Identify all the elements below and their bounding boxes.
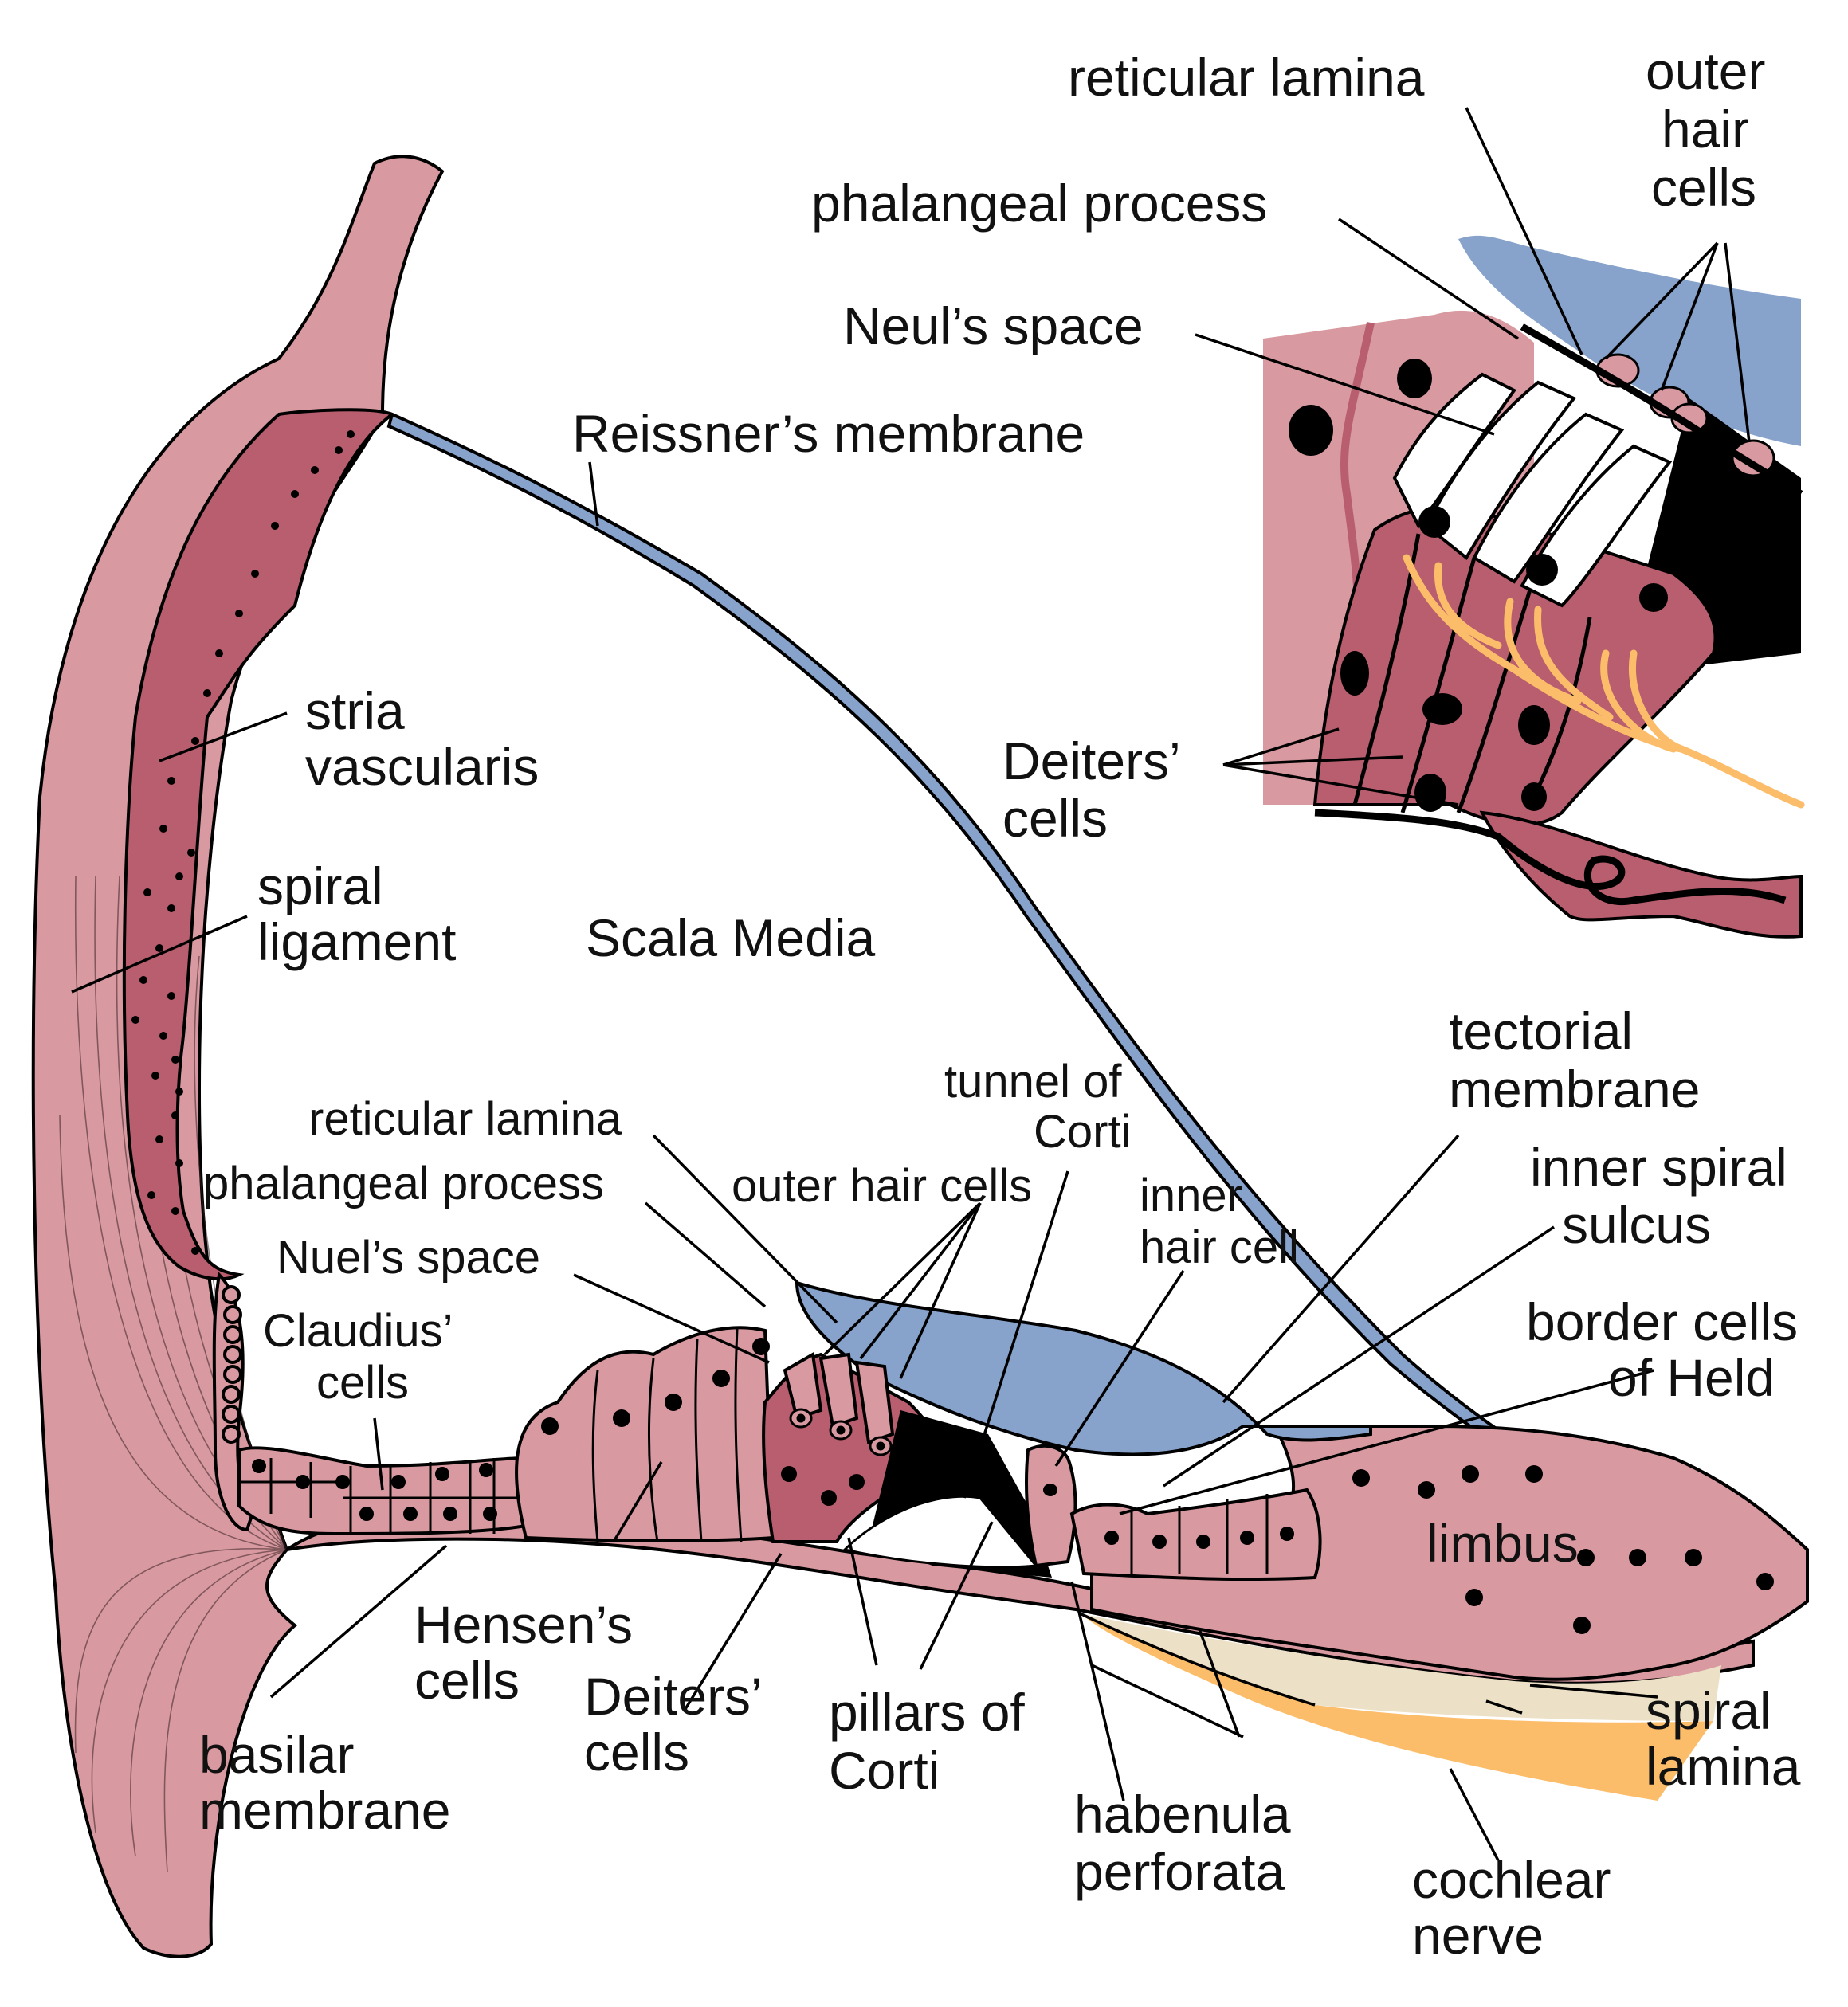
inner-hair-cell-nucleus <box>1043 1484 1057 1496</box>
inset-label-reticular-lamina: reticular lamina <box>1068 48 1425 107</box>
label-basilar-membrane-2: membrane <box>199 1781 450 1840</box>
label-habenula-perforata-2: perforata <box>1074 1842 1285 1901</box>
label-reticular-lamina: reticular lamina <box>308 1093 622 1145</box>
floor-cell-nuclei <box>252 1459 497 1521</box>
inset-label-outer-hair-cells-3: cells <box>1651 158 1756 217</box>
main-labels: Reissner’s membrane stria vascularis spi… <box>199 404 1801 1965</box>
inset-tectorial <box>1458 235 1801 446</box>
floor-cells <box>239 1458 526 1534</box>
inset-organ-of-corti <box>1263 235 1805 939</box>
label-tunnel-of-corti-2: Corti <box>1034 1106 1131 1158</box>
label-cochlear-nerve-1: cochlear <box>1412 1850 1611 1909</box>
hensens-cells <box>515 1326 775 1542</box>
label-basilar-membrane-1: basilar <box>199 1725 354 1784</box>
label-pillars-of-corti-1: pillars of <box>829 1683 1025 1742</box>
inset-label-phalangeal-process: phalangeal process <box>811 174 1267 233</box>
stria-vascularis <box>122 408 395 1281</box>
deiters-nuclei-main <box>781 1466 865 1506</box>
label-claudius-cells-1: Claudius’ <box>263 1305 453 1357</box>
label-tectorial-membrane-1: tectorial <box>1449 1002 1633 1060</box>
label-inner-hair-cell-2: hair cell <box>1140 1221 1299 1273</box>
label-spiral-ligament-1: spiral <box>257 857 383 915</box>
label-inner-spiral-sulcus-1: inner spiral <box>1530 1138 1787 1197</box>
inset-basal-extension <box>1479 810 1803 939</box>
label-habenula-perforata-1: habenula <box>1074 1785 1291 1844</box>
label-inner-hair-cell-1: inner <box>1140 1170 1242 1221</box>
inset-basal-black <box>1314 809 1787 905</box>
label-limbus: limbus <box>1426 1514 1579 1573</box>
border-cells-of-held <box>1069 1488 1322 1582</box>
cochlear-nerve <box>1080 1613 1713 1801</box>
spiral-lamina <box>1080 1613 1721 1721</box>
label-tectorial-membrane-2: membrane <box>1449 1060 1700 1119</box>
label-border-cells-2: of Held <box>1608 1348 1775 1407</box>
label-stria-vascularis-2: vascularis <box>305 737 539 796</box>
inset-reticular-lamina <box>1520 323 1803 497</box>
label-deiters-cells-1: Deiters’ <box>584 1667 763 1726</box>
claudius-cells-small <box>222 1285 242 1444</box>
label-phalangeal-process: phalangeal process <box>203 1158 604 1209</box>
label-claudius-cells-2: cells <box>316 1357 409 1409</box>
inset-hair-cells <box>1392 372 1673 608</box>
label-spiral-lamina-1: spiral <box>1646 1681 1771 1740</box>
inset-labels: reticular lamina outer hair cells phalan… <box>811 41 1765 848</box>
outer-hair-cells-main <box>783 1351 895 1444</box>
label-inner-spiral-sulcus-2: sulcus <box>1562 1195 1711 1254</box>
inner-hair-cell <box>1025 1444 1077 1568</box>
spiral-ligament <box>31 155 445 1958</box>
label-deiters-cells-2: cells <box>584 1723 689 1782</box>
limbus-dots <box>1352 1465 1774 1634</box>
border-cell-nuclei <box>1104 1527 1294 1549</box>
ohc-nuclei-main <box>789 1408 893 1456</box>
label-reissners-membrane: Reissner’s membrane <box>572 404 1085 463</box>
label-spiral-ligament-2: ligament <box>257 912 456 971</box>
label-outer-hair-cells: outer hair cells <box>732 1160 1032 1212</box>
label-hensens-cells-2: cells <box>414 1651 520 1710</box>
inset-nerve-fibers <box>1403 554 1805 809</box>
inset-label-neuls-space: Neul’s space <box>843 296 1144 355</box>
label-border-cells-1: border cells <box>1526 1292 1798 1351</box>
label-tunnel-of-corti-1: tunnel of <box>944 1056 1122 1107</box>
label-stria-vascularis-1: stria <box>305 681 405 740</box>
stria-vascularis-dots <box>131 430 355 1255</box>
inset-label-deiters-cells-2: cells <box>1002 789 1108 848</box>
inset-label-outer-hair-cells-1: outer <box>1646 41 1765 100</box>
claudius-hensen-floor <box>237 1446 528 1536</box>
label-cochlear-nerve-2: nerve <box>1412 1906 1544 1965</box>
tectorial-membrane <box>795 1280 1372 1456</box>
label-nuels-space: Nuel’s space <box>277 1232 540 1284</box>
inset-label-outer-hair-cells-2: hair <box>1662 100 1749 159</box>
leader-lines <box>71 107 1751 1861</box>
label-spiral-lamina-2: lamina <box>1646 1737 1801 1796</box>
label-pillars-of-corti-2: Corti <box>829 1741 940 1800</box>
border-cell-walls <box>1130 1494 1269 1574</box>
inset-label-deiters-cells-1: Deiters’ <box>1002 731 1181 790</box>
hensens-cell-walls <box>591 1328 743 1542</box>
label-hensens-cells-1: Hensen’s <box>414 1595 633 1654</box>
hensens-nuclei <box>541 1338 770 1435</box>
label-scala-media: Scala Media <box>586 908 875 967</box>
